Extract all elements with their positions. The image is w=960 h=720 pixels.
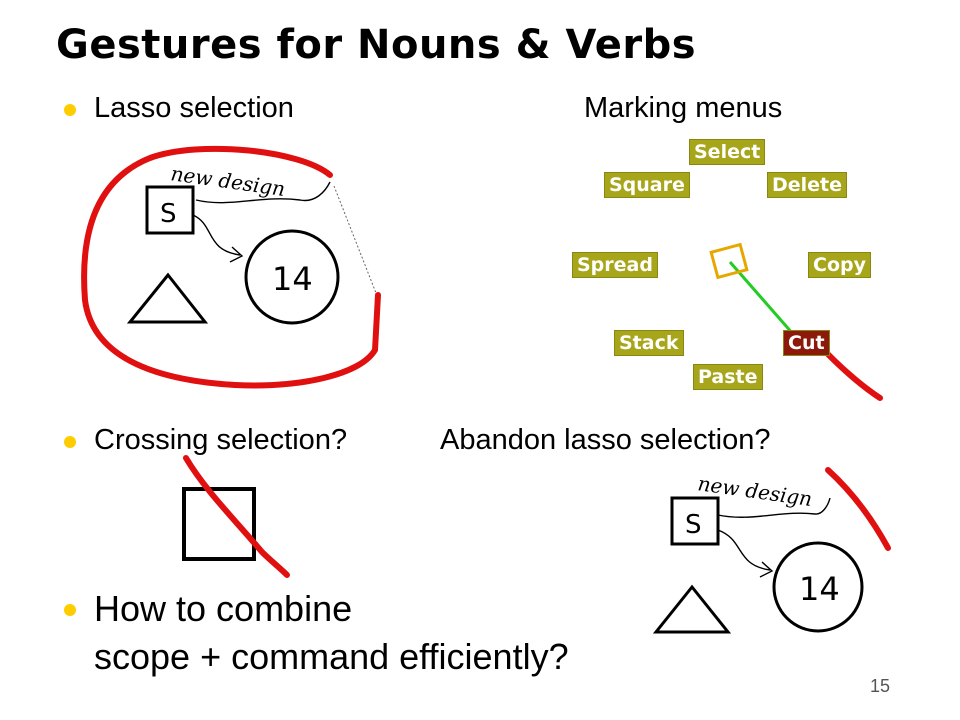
abandon-circle-number: 14 bbox=[799, 570, 840, 608]
crossing-square bbox=[182, 487, 256, 561]
abandon-arrowhead bbox=[759, 561, 774, 578]
abandon-circle bbox=[772, 541, 864, 633]
arrow-stroke bbox=[192, 214, 241, 256]
bullet-dot bbox=[64, 604, 76, 616]
menu-item-square[interactable]: Square bbox=[604, 172, 690, 198]
lasso-closing-line bbox=[333, 185, 377, 294]
abandon-square-letter: S bbox=[685, 510, 702, 540]
circle-shape bbox=[244, 229, 340, 325]
menu-item-paste[interactable]: Paste bbox=[693, 364, 763, 390]
abandon-arrow-stroke bbox=[717, 529, 771, 571]
lasso-figure: S 14 new design bbox=[81, 145, 381, 389]
menu-stroke bbox=[728, 261, 802, 343]
bullet-dot bbox=[64, 436, 76, 448]
abandon-figure: S 14 new design bbox=[652, 467, 891, 634]
combine-line-1: How to combine bbox=[94, 588, 353, 629]
square-shape bbox=[145, 185, 195, 235]
triangle-shape bbox=[126, 272, 209, 324]
menu-center-marker bbox=[709, 242, 749, 280]
menu-item-select[interactable]: Select bbox=[689, 139, 766, 165]
lasso-stroke bbox=[81, 145, 381, 389]
crossing-figure bbox=[182, 455, 290, 578]
menu-item-spread[interactable]: Spread bbox=[572, 252, 658, 278]
abandon-note-text: new design bbox=[696, 471, 813, 511]
menu-item-delete[interactable]: Delete bbox=[767, 172, 848, 198]
arrowhead bbox=[229, 246, 244, 263]
bullet-dot bbox=[64, 104, 76, 116]
abandon-square bbox=[670, 496, 720, 546]
note-text: new design bbox=[169, 161, 286, 201]
marking-menus-label: Marking menus bbox=[584, 92, 783, 124]
lasso-label: Lasso selection bbox=[94, 92, 294, 124]
combine-line-2: scope + command efficiently? bbox=[94, 636, 569, 677]
crossing-label: Crossing selection? bbox=[94, 424, 348, 456]
menu-item-stack[interactable]: Stack bbox=[614, 330, 684, 356]
abandon-triangle bbox=[652, 584, 732, 634]
menu-stroke-ink bbox=[819, 345, 883, 401]
square-letter: S bbox=[160, 199, 177, 229]
abandon-note-connector bbox=[717, 497, 831, 518]
menu-item-cut[interactable]: Cut bbox=[783, 330, 830, 356]
page-number: 15 bbox=[869, 676, 890, 696]
abandon-label: Abandon lasso selection? bbox=[440, 424, 771, 456]
slide-title: Gestures for Nouns & Verbs bbox=[56, 22, 697, 68]
crossing-stroke bbox=[183, 455, 290, 578]
circle-number: 14 bbox=[272, 260, 313, 298]
note-connector bbox=[195, 181, 331, 204]
menu-item-copy[interactable]: Copy bbox=[808, 252, 871, 278]
abandon-lasso-stroke bbox=[825, 467, 891, 551]
